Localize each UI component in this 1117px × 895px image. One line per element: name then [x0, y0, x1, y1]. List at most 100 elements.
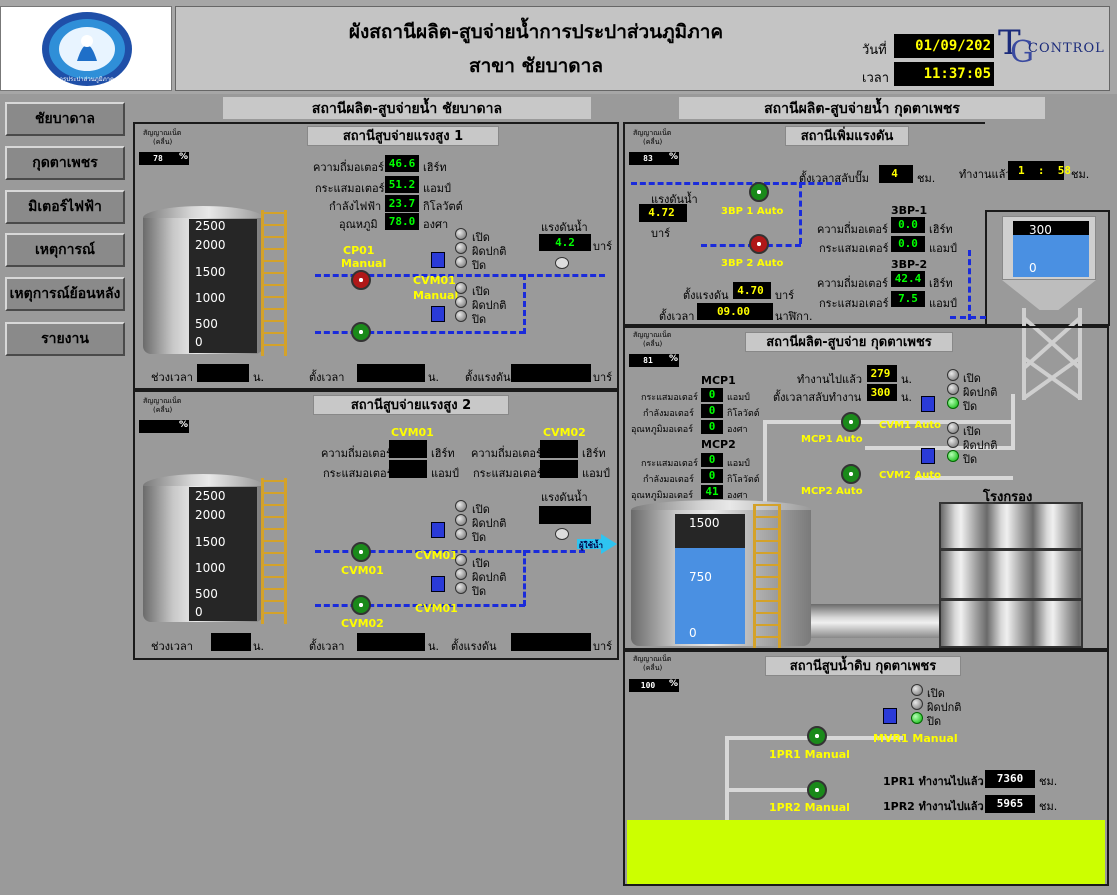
nav-event-history[interactable]: เหตุการณ์ย้อนหลัง	[5, 277, 125, 311]
cvm01-valve-b-label: CVM01	[415, 602, 458, 615]
mcp2-current-value: 0	[701, 453, 723, 467]
mcp2-current-label: กระแสมอเตอร์	[641, 459, 698, 469]
booster-setpress-label: ตั้งแรงดัน	[683, 289, 729, 302]
close-lamp-2	[455, 310, 467, 322]
raw-signal-label: สัญญาณเน็ต	[633, 655, 672, 663]
pressure-gauge-icon-2	[555, 528, 569, 540]
current-label-2: กระแสมอเตอร์	[473, 467, 543, 480]
3bp1-current-label: กระแสมอเตอร์	[819, 242, 889, 255]
p2-fault-lamp	[455, 514, 467, 526]
cvm01-valve-icon[interactable]	[431, 252, 445, 268]
p2-open-label: เปิด	[472, 503, 490, 516]
3bp2-pump-icon[interactable]	[749, 234, 769, 254]
3bp2-freq-unit: เฮิร์ท	[929, 277, 953, 290]
settime-label: ตั้งเวลา	[309, 371, 345, 384]
mcp1-power-unit: กิโลวัตต์	[727, 409, 760, 419]
1pr2-pump-icon[interactable]	[807, 780, 827, 800]
cvm2-valve-icon[interactable]	[921, 448, 935, 464]
kud-runtime-label: ทำงานไปแล้ว	[797, 373, 863, 386]
p2-period-input[interactable]	[211, 633, 251, 651]
mcp1-pump-icon[interactable]	[841, 412, 861, 432]
p2-setpress-unit: บาร์	[593, 640, 613, 653]
current-label-1: กระแสมอเตอร์	[323, 467, 393, 480]
kud-signal-box: 81 %	[629, 354, 679, 367]
pump-switch-value: 4	[879, 165, 913, 183]
p2-open-lamp	[455, 500, 467, 512]
1pr2-runtime-unit: ชม.	[1039, 800, 1058, 813]
3bp2-name: 3BP-2	[891, 258, 928, 271]
date-label: วันที่	[862, 43, 887, 58]
time-value: 11:37:05	[894, 62, 994, 86]
kud-tank-mid-value: 750	[689, 570, 712, 584]
1pr2-label: 1PR2 Manual	[769, 801, 850, 814]
kud-switch-value[interactable]: 300	[867, 384, 897, 401]
p2-close-lamp-2	[455, 582, 467, 594]
kud-open-label-2: เปิด	[963, 425, 981, 438]
p2-settime-input[interactable]	[357, 633, 425, 651]
cvm02-pump-icon[interactable]	[351, 595, 371, 615]
mcp2-label: MCP2	[701, 438, 736, 451]
filter-plant	[939, 502, 1083, 648]
kud-close-label: ปิด	[963, 400, 978, 413]
p2-pipe-1	[315, 550, 585, 553]
kud-fault-label: ผิดปกติ	[963, 386, 998, 399]
nav-kudtaphet[interactable]: กุดตาเพชร	[5, 146, 125, 180]
mvr1-valve-icon[interactable]	[883, 708, 897, 724]
kud-pipe-3	[915, 476, 1013, 480]
setpress-input[interactable]	[511, 364, 591, 382]
date-value: 01/09/202	[894, 34, 994, 58]
3bp1-freq-label: ความถี่มอเตอร์	[817, 223, 888, 236]
p2-period-label: ช่วงเวลา	[151, 640, 193, 653]
booster-signal-label: สัญญาณเน็ต	[633, 129, 672, 137]
booster-setpress-value[interactable]: 4.70	[733, 282, 771, 299]
p2-settime-unit: น.	[428, 640, 440, 653]
3bp2-pump-label: 3BP 2 Auto	[721, 258, 784, 269]
nav-events[interactable]: เหตุการณ์	[5, 233, 125, 267]
1pr1-pump-icon[interactable]	[807, 726, 827, 746]
kud-outlet-pipe	[811, 604, 943, 638]
freq-unit-1: เฮิร์ท	[431, 447, 455, 460]
station-high-1-panel: สถานีสูบจ่ายแรงสูง 1 สัญญาณเน็ต (คลื่น) …	[133, 122, 619, 390]
cvm1-valve-icon[interactable]	[921, 396, 935, 412]
mcp2-pump-icon[interactable]	[841, 464, 861, 484]
period-input[interactable]	[197, 364, 249, 382]
freq-label-2: ความถี่มอเตอร์	[471, 447, 542, 460]
logo-box: การประปาส่วนภูมิภาค	[0, 6, 172, 91]
cp01-mode: Manual	[341, 257, 387, 270]
station-high-1-title: สถานีสูบจ่ายแรงสูง 1	[307, 126, 499, 146]
settime-input[interactable]	[357, 364, 425, 382]
cvm01-valve2-icon[interactable]	[431, 306, 445, 322]
filter-plant-label: โรงกรอง	[983, 490, 1033, 505]
booster-settime-value[interactable]: 09.00	[697, 303, 773, 320]
current-value: 51.2	[385, 176, 419, 193]
discharge-pipe-2	[315, 331, 525, 334]
left-section-title: สถานีผลิต-สูบจ่ายน้ำ ชัยบาดาล	[222, 96, 592, 120]
cvm01-valve-b-icon[interactable]	[431, 576, 445, 592]
3bp1-pump-icon[interactable]	[749, 182, 769, 202]
cp01-pump-icon[interactable]	[351, 270, 371, 290]
raw-open-lamp	[911, 684, 923, 696]
p2-setpress-input[interactable]	[511, 633, 591, 651]
mcp1-power-label: กำลังมอเตอร์	[643, 409, 694, 419]
kud-signal-sub: (คลื่น)	[643, 340, 663, 348]
raw-open-label: เปิด	[927, 687, 945, 700]
nav-power-meter[interactable]: มิเตอร์ไฟฟ้า	[5, 190, 125, 224]
cvm01-pump-icon[interactable]	[351, 542, 371, 562]
cvm01-valve-a-icon[interactable]	[431, 522, 445, 538]
mcp2-pump-label: MCP2 Auto	[801, 486, 863, 497]
3bp2-current-label: กระแสมอเตอร์	[819, 297, 889, 310]
kud-runtime-unit: น.	[901, 373, 913, 386]
nav-chaiyabadan[interactable]: ชัยบาดาล	[5, 102, 125, 136]
booster-settime-unit: นาฬิกา.	[775, 310, 813, 323]
kud-close-lamp-2	[947, 450, 959, 462]
p2-open-lamp-2	[455, 554, 467, 566]
raw-signal-sub: (คลื่น)	[643, 664, 663, 672]
kud-fault-lamp	[947, 383, 959, 395]
signal-box: 78 %	[139, 152, 189, 165]
raw-close-lamp	[911, 712, 923, 724]
pump-2-icon[interactable]	[351, 322, 371, 342]
station-high-2-panel: สถานีสูบจ่ายแรงสูง 2 สัญญาณเน็ต (คลื่น) …	[133, 390, 619, 660]
raw-pipe-2	[725, 788, 815, 792]
nav-report[interactable]: รายงาน	[5, 322, 125, 356]
signal-label-2: สัญญาณเน็ต	[143, 397, 182, 405]
